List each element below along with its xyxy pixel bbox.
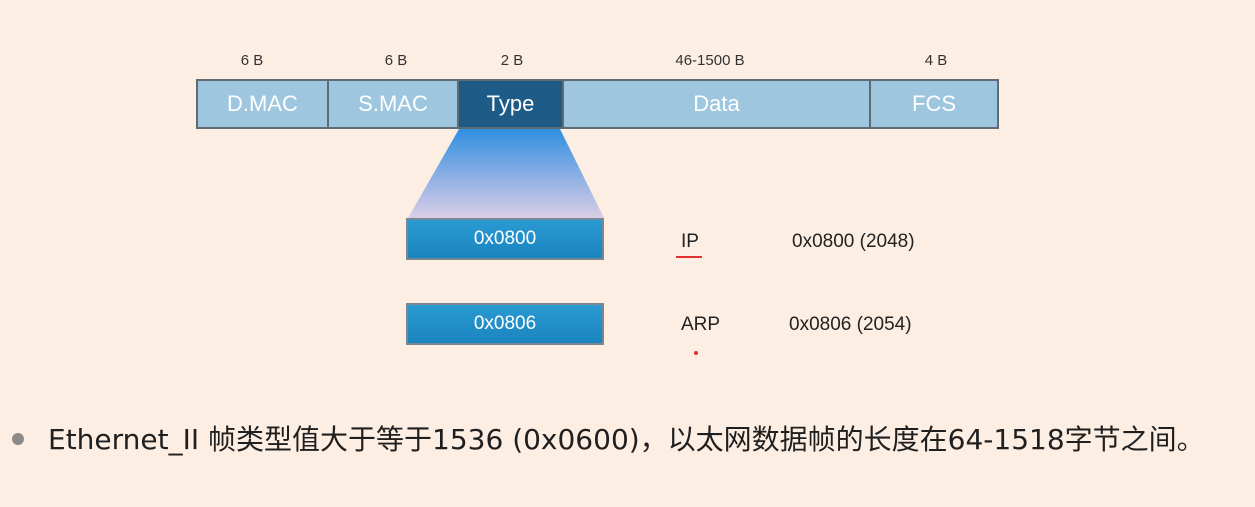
red-dot-mark xyxy=(694,351,698,355)
size-label-data: 46-1500 B xyxy=(675,52,745,69)
ethernet-frame: D.MAC S.MAC Type Data FCS xyxy=(196,79,999,129)
type-value-arp: 0x0806 xyxy=(406,303,604,345)
field-data: Data xyxy=(564,81,871,127)
ethernet-note: Ethernet_II 帧类型值大于等于1536 (0x0600)，以太网数据帧… xyxy=(48,423,1205,456)
bullet-point xyxy=(12,433,24,445)
type-value-ip: 0x0800 xyxy=(406,218,604,260)
size-label-smac: 6 B xyxy=(384,52,408,69)
red-underline-mark xyxy=(676,256,702,258)
field-fcs: FCS xyxy=(912,91,956,116)
protocol-ip: IP xyxy=(681,231,699,252)
detail-ip: 0x0800 (2048) xyxy=(792,231,915,252)
field-dmac: D.MAC xyxy=(198,81,329,127)
detail-arp: 0x0806 (2054) xyxy=(789,314,912,335)
field-smac: S.MAC xyxy=(329,81,459,127)
protocol-arp: ARP xyxy=(681,314,721,335)
size-label-dmac: 6 B xyxy=(240,52,264,69)
field-type: Type xyxy=(459,81,564,127)
size-label-type: 2 B xyxy=(500,52,524,69)
size-label-fcs: 4 B xyxy=(924,52,948,69)
